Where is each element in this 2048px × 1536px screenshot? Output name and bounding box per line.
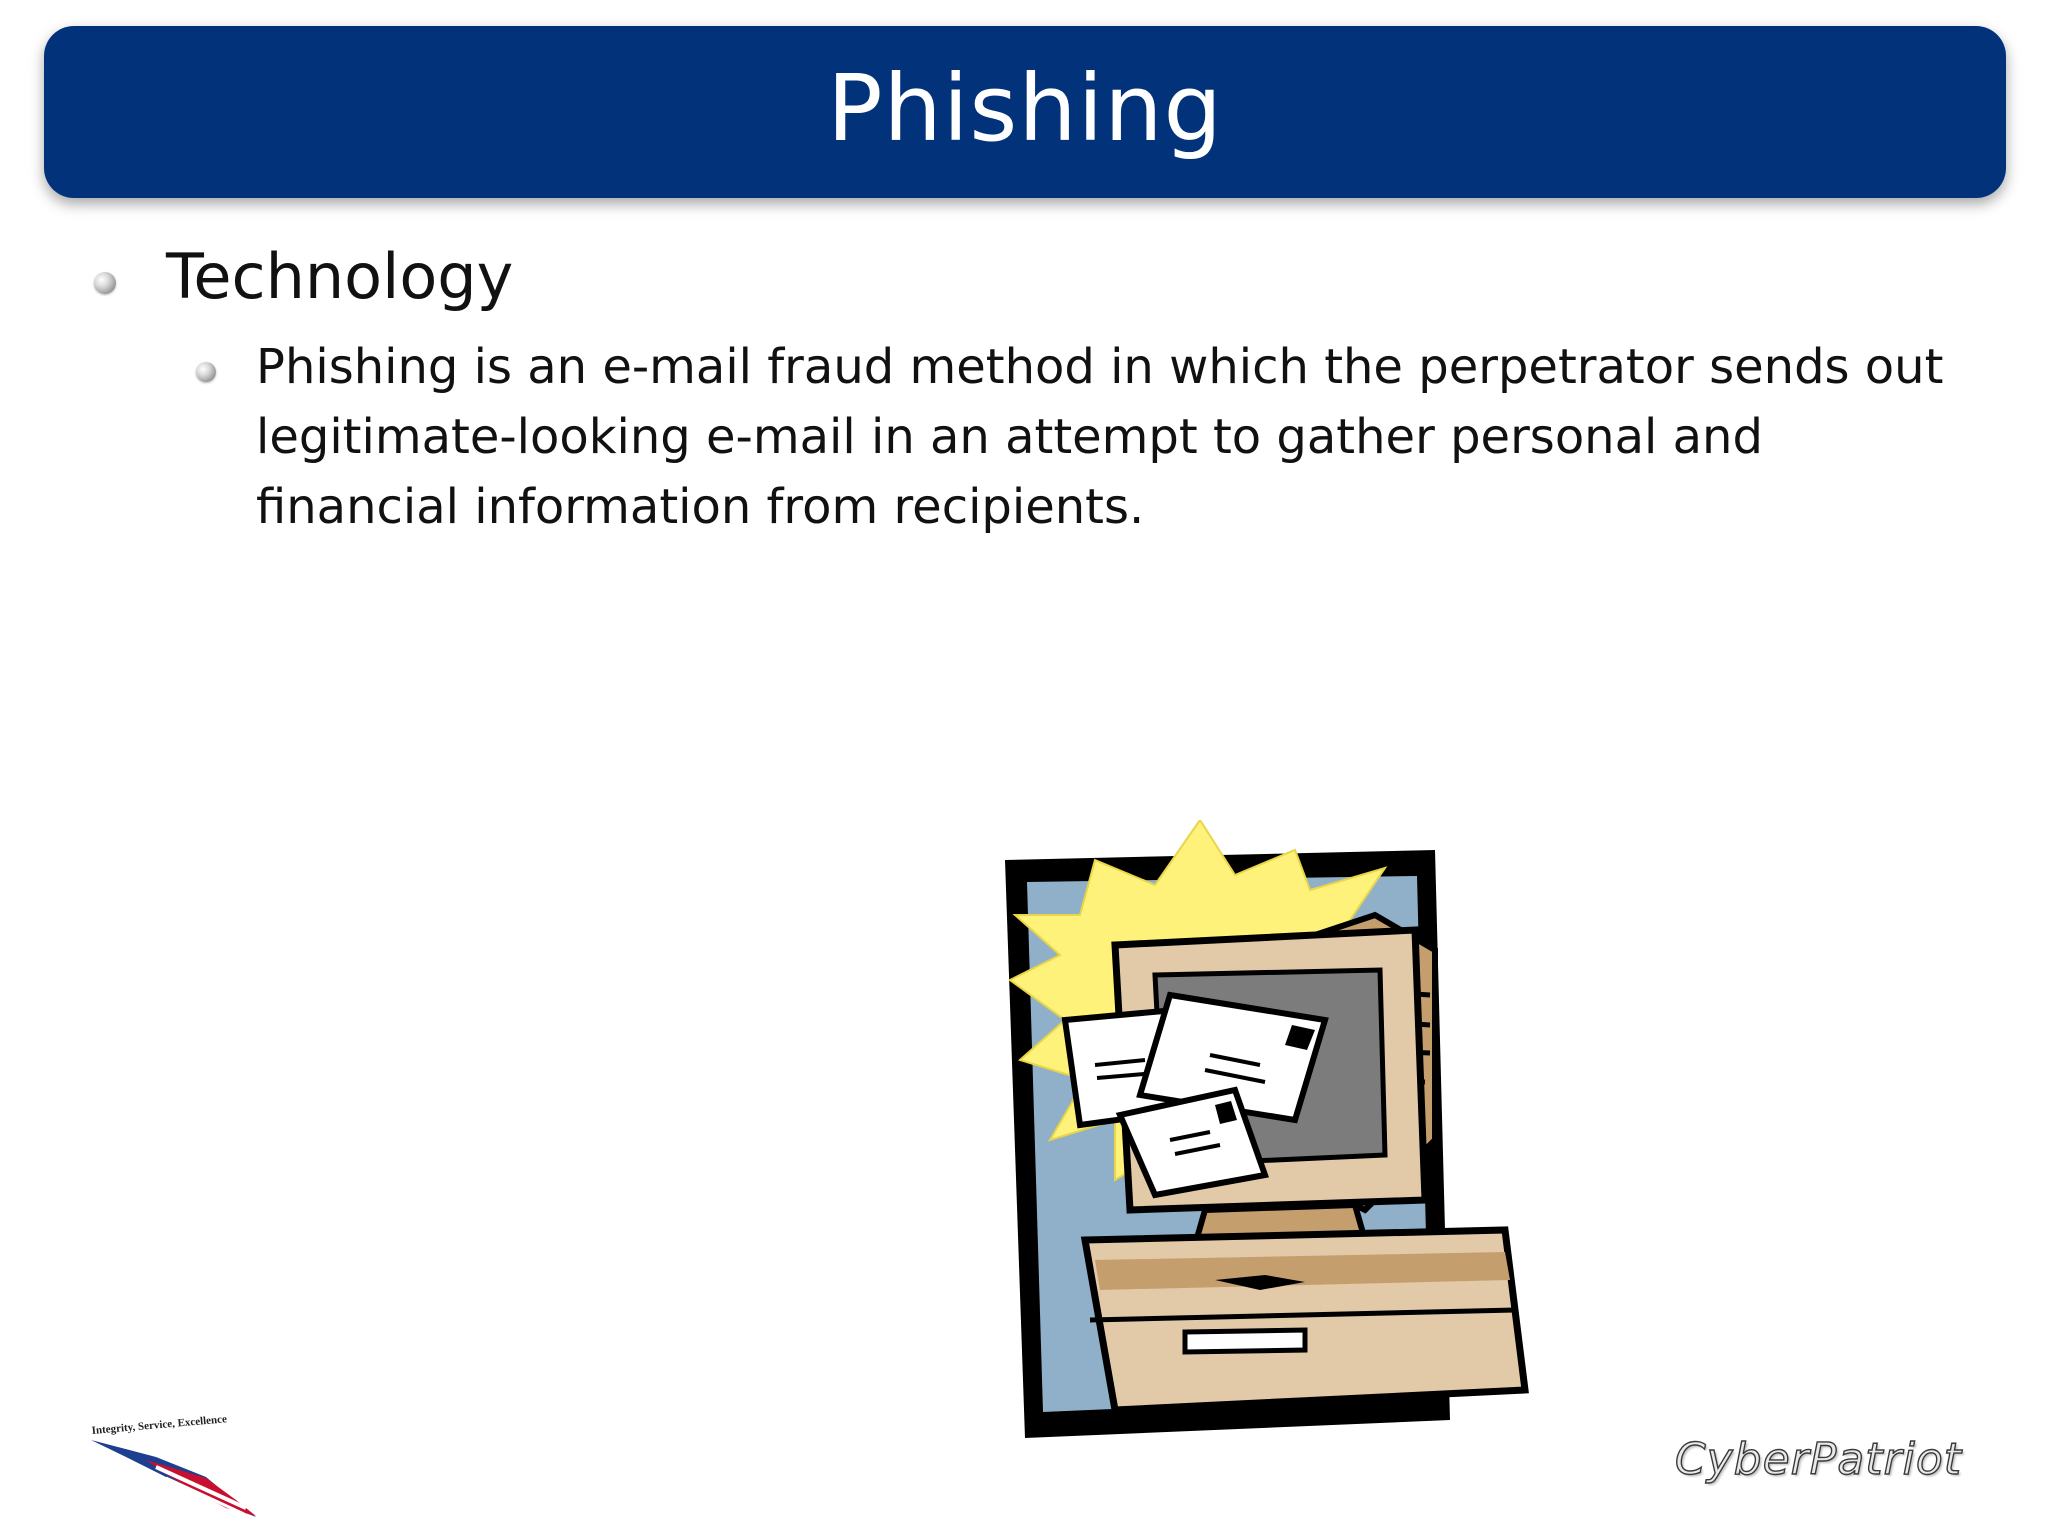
bullet-icon	[94, 272, 116, 294]
logo-tagline: Integrity, Service, Excellence	[91, 1413, 227, 1437]
brand-wordmark: CyberPatriot	[1674, 1433, 1962, 1485]
bullet-level1-text: Technology	[166, 240, 514, 313]
bullet-icon	[196, 362, 216, 382]
computer-with-emails-icon	[1005, 820, 1529, 1438]
slide-title: Phishing	[827, 55, 1223, 162]
title-bar: Phishing	[44, 26, 2006, 198]
flag-logo-icon: Integrity, Service, Excellence	[91, 1413, 256, 1517]
bullet-level2-text: Phishing is an e-mail fraud method in wh…	[256, 339, 1944, 535]
